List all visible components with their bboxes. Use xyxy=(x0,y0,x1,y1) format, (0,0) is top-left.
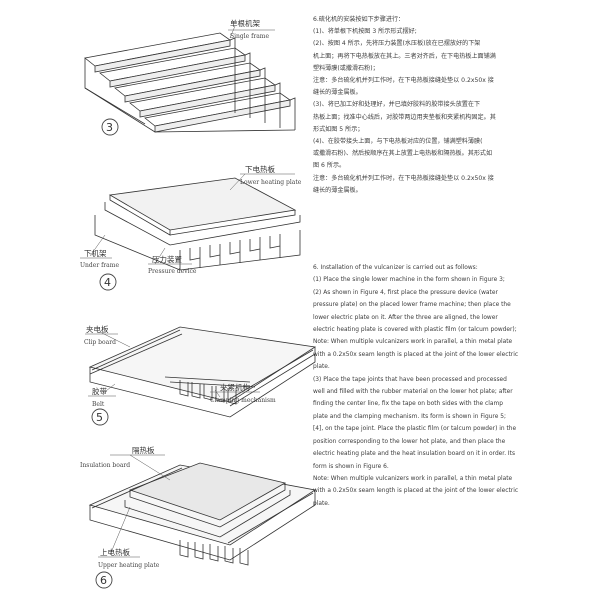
upper-heating-plate-illustration: 隔热板 Insulation board 上电热板 Upper heating … xyxy=(80,445,317,589)
en-line: finding the center line, fix the tape on… xyxy=(313,401,504,408)
cn-line: 形式如图 5 所示； xyxy=(313,125,364,133)
cn-line: 图 6 所示。 xyxy=(313,162,346,170)
en-line: plate and the clamping mechanism. Its fo… xyxy=(313,413,506,420)
en-line: [4], on the tape joint. Place the plasti… xyxy=(313,426,517,433)
fig6-upper-cn: 上电热板 xyxy=(100,547,130,557)
fig3-title-en: Single frame xyxy=(230,33,269,40)
fig4-number-circle xyxy=(99,273,117,291)
clamping-illustration: 夹电板 Clip board 胶带 Belt 夹紧机构 Clamping mec… xyxy=(84,324,317,426)
cn-line: 注意：多台硫化机并列工作时，在下电热板接缝处垫以 0.2x50x 接 xyxy=(313,174,494,182)
fig6-number-circle xyxy=(95,571,113,589)
fig5-number-circle xyxy=(91,408,109,426)
fig6-number: 6 xyxy=(100,574,107,587)
en-line: (2) As shown in Figure 4, first place th… xyxy=(313,289,498,296)
en-line: plate. xyxy=(313,500,330,507)
fig3-title-cn: 单根机架 xyxy=(230,18,260,28)
en-line: electric heating plate is covered with p… xyxy=(313,327,517,334)
cn-line: 注意：多台硫化机并列工作时，在下电热板接缝处垫以 0.2x50x 接 xyxy=(313,77,494,85)
cn-line: 热板上面；找准中心线后，对胶带两边用夹垫板和夹紧机构固定。其 xyxy=(313,113,496,121)
chinese-instructions: 6.硫化机的安装按如下步骤进行： (1)、将单根下机按图 3 所示形式摆好; (… xyxy=(313,14,583,197)
en-line: (3) Place the tape joints that have been… xyxy=(313,376,507,383)
en-line: 6. Installation of the vulcanizer is car… xyxy=(313,265,478,271)
figure-3-single-frame: 单根机架 Single frame 3 xyxy=(70,18,310,143)
cn-line: (4)、在胶带接头上面，与下电热板对应的位置，铺满塑料薄膜( xyxy=(313,138,483,146)
cn-line: 或撒滑石粉)、然后按顺序在其上放置上电热板和隔热板。其形式如 xyxy=(313,150,493,158)
fig4-pressure-en: Pressure device xyxy=(148,268,197,275)
en-line: with a 0.2x50x seam length is placed at … xyxy=(313,488,519,495)
english-instructions: 6. Installation of the vulcanizer is car… xyxy=(313,262,583,510)
figure-4-lower-heating-plate: 下电热板 Lower heating plate 下机架 Under frame… xyxy=(70,160,310,291)
fig4-under-en: Under frame xyxy=(80,262,119,269)
fig5-belt-en: Belt xyxy=(92,401,105,408)
fig4-title-cn: 下电热板 xyxy=(245,164,275,174)
en-line: Note: When multiple vulcanizers work in … xyxy=(313,339,513,346)
fig6-upper-en: Upper heating plate xyxy=(98,562,160,569)
fig4-pressure-cn: 压力装置 xyxy=(152,254,182,264)
fig5-belt-cn: 胶带 xyxy=(92,386,107,396)
fig4-title-en: Lower heating plate xyxy=(240,179,302,186)
cn-line: 缝长的薄金属板。 xyxy=(313,186,362,194)
fig5-number: 5 xyxy=(96,411,103,424)
figure-6-upper-heating-plate: 隔热板 Insulation board 上电热板 Upper heating … xyxy=(70,445,317,595)
fig5-clamp-cn: 夹紧机构 xyxy=(220,382,250,392)
en-line: Note: When multiple vulcanizers work in … xyxy=(313,475,513,482)
fig5-clip-cn: 夹电板 xyxy=(86,324,109,334)
en-line: lower electric plate on it. After the th… xyxy=(313,314,498,321)
en-line: well and filled with the rubber material… xyxy=(313,389,513,396)
en-line: with a 0.2x50x seam length is placed at … xyxy=(313,351,519,358)
en-line: position corresponding to the lower hot … xyxy=(313,438,506,445)
fig6-insul-cn: 隔热板 xyxy=(132,445,155,455)
fig6-insul-en: Insulation board xyxy=(80,462,130,469)
en-line: (1) Place the single lower machine in th… xyxy=(313,277,505,284)
single-frame-illustration: 单根机架 Single frame 3 xyxy=(84,18,296,136)
cn-line: (1)、将单根下机按图 3 所示形式摆好; xyxy=(313,28,417,36)
en-line: pressure plate) on the placed lower fram… xyxy=(313,302,511,309)
en-line: electric heating plate and the heat insu… xyxy=(313,451,516,458)
cn-line: 机上面；再将下电热板放在其上。三者对齐后，在下电热板上面铺满 xyxy=(313,52,496,60)
figure-5-clamping: 夹电板 Clip board 胶带 Belt 夹紧机构 Clamping mec… xyxy=(70,322,317,426)
en-line: form is shown in Figure 6. xyxy=(313,463,389,470)
fig3-number-circle xyxy=(101,118,119,136)
cn-line: 缝长的薄金属板。 xyxy=(313,89,362,97)
cn-line: 6.硫化机的安装按如下步骤进行： xyxy=(313,16,405,23)
lower-heating-plate-illustration: 下电热板 Lower heating plate 下机架 Under frame… xyxy=(80,164,302,291)
fig4-number: 4 xyxy=(104,276,111,289)
cn-line: (3)、将已加工好和处理好，并已填好胶料的胶带接头放置在下 xyxy=(313,101,481,109)
cn-line: 塑料薄膜(或撒滑石粉)； xyxy=(313,64,379,72)
fig5-clamp-en: Clamping mechanism xyxy=(210,397,276,404)
fig3-number: 3 xyxy=(106,121,113,134)
cn-line: (2)、按图 4 所示，先将压力装置(水压板)放在已摆放好的下架 xyxy=(313,40,481,48)
fig5-clip-en: Clip board xyxy=(84,339,116,346)
en-line: plate. xyxy=(313,364,330,371)
fig4-under-cn: 下机架 xyxy=(84,248,107,258)
